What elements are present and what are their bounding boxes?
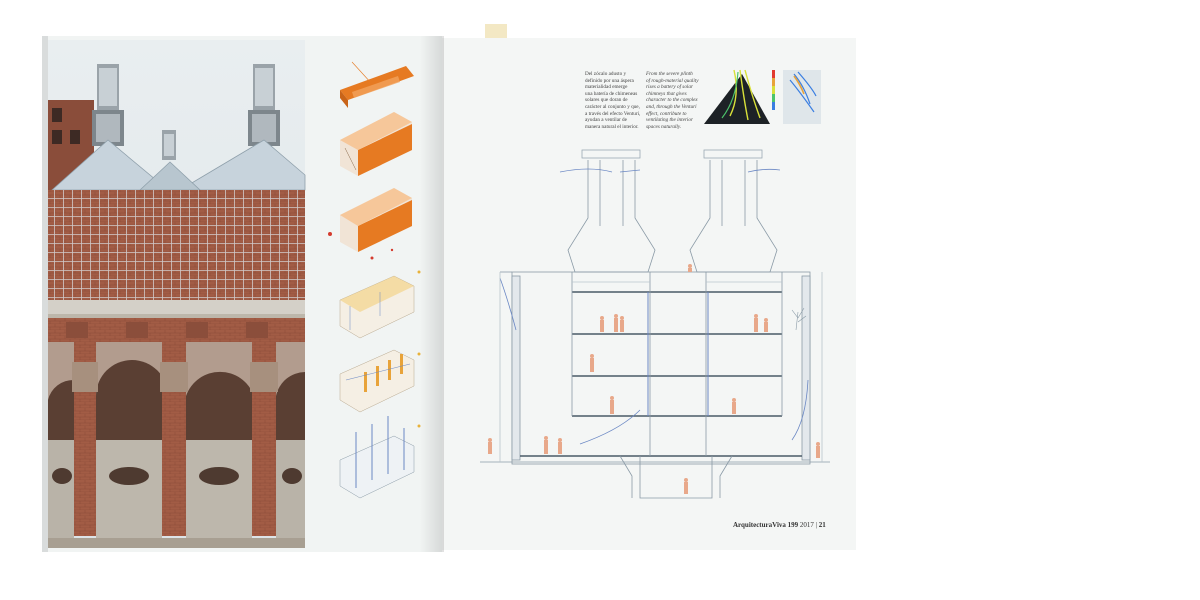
diagram-cooling [339,349,421,413]
caption-line: ventilating the interior [646,117,693,124]
caption-english: From the severe plinth of rough-material… [646,71,712,130]
temperature-scale-bar [772,70,775,110]
caption-line: character to the complex [646,97,698,104]
caption-line: chimneys that gives [646,90,687,97]
caption-line: of rough-material quality [646,77,699,84]
caption-spanish: Del zócalo adusto y definido por una ásp… [585,71,647,130]
diagram-air-flow [328,188,412,260]
airflow-simulation-render [783,70,821,124]
caption-line: una batería de chimeneas [585,90,638,97]
diagram-ventilation [340,112,412,176]
caption-line: spaces naturally. [646,123,682,130]
diagram-daylight [339,270,421,339]
page-number: 21 [818,521,826,529]
building-photograph [48,40,306,548]
magazine-name: ArquitecturaViva 199 [733,521,799,529]
caption-line: Del zócalo adusto y [585,71,627,77]
diagram-solar-gain [340,61,414,108]
caption-line: From the severe plinth [646,71,693,77]
spine-shadow [420,36,444,552]
caption-line: solares que doran de [585,97,628,104]
caption-line: effect, contribute to [646,110,687,117]
bookmark-tab [485,24,507,38]
building-section-drawing [480,149,830,499]
issue-year: 2017 [799,521,814,529]
diagram-heating [339,416,421,499]
caption-line: materialidad emerge [585,84,628,91]
venturi-simulation-render [704,69,770,124]
section-tree-figure [791,307,807,331]
caption-line: a través del efecto Venturi, [585,110,641,117]
caption-line: and, through the Venturi [646,103,697,110]
page-folio: ArquitecturaViva 199 2017 | 21 [733,521,826,529]
caption-line: manera natural el interior. [585,123,639,130]
solar-chimney [162,130,176,160]
section-people-figures [488,264,820,494]
caption-line: definido por una áspera [585,77,634,84]
caption-line: ayudan a ventilar de [585,117,627,124]
solar-chimney [248,64,280,146]
caption-line: carácter al conjunto y que, [585,103,640,110]
caption-line: rises a battery of solar [646,84,693,91]
